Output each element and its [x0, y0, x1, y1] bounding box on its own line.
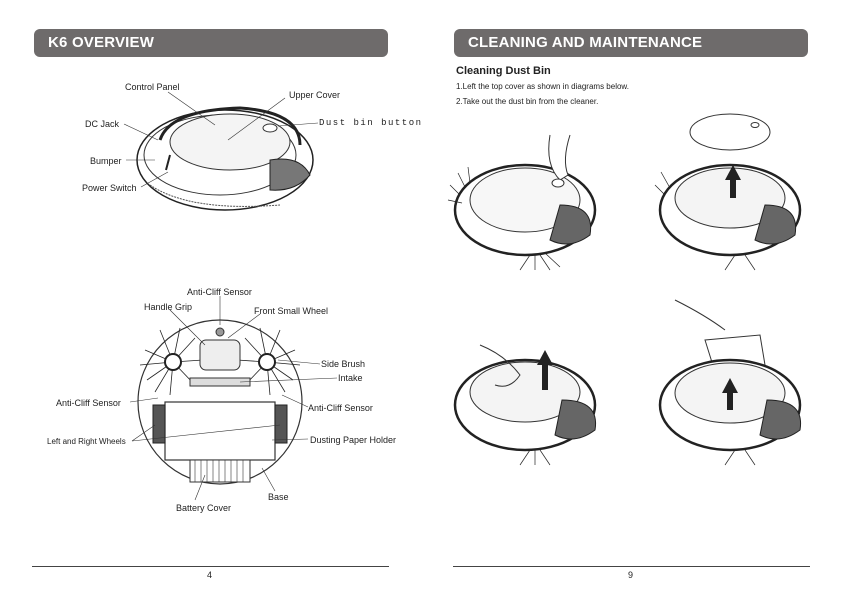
label-handle-grip: Handle Grip [144, 302, 193, 312]
label-dc-jack: DC Jack [85, 119, 120, 129]
section-heading: Cleaning Dust Bin [456, 65, 551, 77]
label-power-switch: Power Switch [82, 183, 137, 193]
diagram-cover-removed [654, 113, 802, 271]
label-upper-cover: Upper Cover [289, 90, 341, 100]
label-base: Base [268, 492, 289, 502]
label-front-small-wheel: Front Small Wheel [254, 306, 329, 316]
left-page-number: 4 [207, 570, 213, 580]
right-page-number: 9 [628, 570, 634, 580]
robot-bottom-view-illustration [137, 319, 303, 485]
label-dusting-paper-holder: Dusting Paper Holder [310, 435, 397, 445]
label-anti-cliff-sensor-left: Anti-Cliff Sensor [56, 398, 121, 408]
label-intake: Intake [338, 373, 363, 383]
label-control-panel: Control Panel [125, 82, 180, 92]
left-page-title: K6 OVERVIEW [34, 29, 388, 57]
label-bumper: Bumper [90, 156, 122, 166]
right-page-footer-rule [453, 566, 810, 567]
top-leader-lines [123, 91, 319, 188]
diagram-lift-cover [447, 134, 597, 271]
left-page-footer-rule [32, 566, 389, 567]
bottom-leader-lines [129, 296, 338, 501]
step-2: 2.Take out the dust bin from the cleaner… [456, 97, 599, 106]
step-1: 1.Left the top cover as shown in diagram… [456, 82, 629, 91]
label-side-brush: Side Brush [321, 359, 366, 369]
diagram-bin-removed [658, 299, 802, 466]
label-left-right-wheels: Left and Right Wheels [47, 437, 126, 446]
label-anti-cliff-sensor-right: Anti-Cliff Sensor [308, 403, 373, 413]
robot-top-view-illustration [136, 106, 314, 211]
label-battery-cover: Battery Cover [176, 503, 232, 513]
label-anti-cliff-sensor-top: Anti-Cliff Sensor [187, 287, 252, 297]
label-dust-bin-button: Dust bin button [319, 118, 423, 128]
right-page-title: CLEANING AND MAINTENANCE [454, 29, 808, 57]
diagram-lift-bin [453, 344, 597, 466]
